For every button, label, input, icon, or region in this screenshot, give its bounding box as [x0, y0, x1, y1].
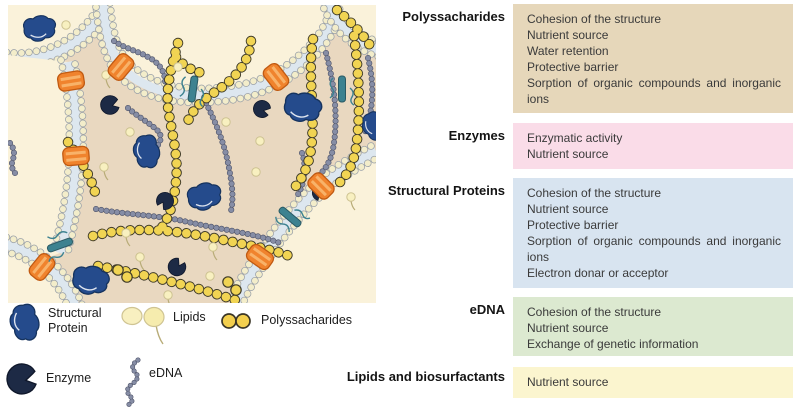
legend-label-structural-protein: Structural Protein [48, 306, 102, 335]
edna-strands [8, 38, 376, 246]
legend-label-enzyme: Enzyme [46, 371, 92, 385]
function-item: Electron donar or acceptor [527, 266, 669, 280]
function-item: Nutrient source [527, 321, 609, 335]
polysaccharide-chains [62, 5, 376, 303]
category-label-lipids: Lipids and biosurfactants [346, 369, 505, 384]
function-item: Cohesion of the structure [527, 12, 662, 26]
function-box-edna: Cohesion of the structure Nutrient sourc… [513, 297, 793, 356]
category-label-polysaccharides: Polyssacharides [402, 9, 505, 24]
legend-polysaccharides: Polyssacharides [220, 310, 352, 332]
legend-structural-protein: Structural Protein [4, 302, 116, 344]
category-label-edna: eDNA [469, 302, 505, 317]
legend-lipids: Lipids [120, 304, 206, 354]
biofilm-matrix-illustration [8, 5, 376, 303]
function-item: Nutrient source [527, 375, 609, 389]
function-box-lipids: Nutrient source [513, 367, 793, 398]
legend-edna: eDNA [122, 356, 182, 408]
enzyme-icon [4, 362, 40, 396]
edna-icon [124, 357, 141, 408]
category-label-structural-proteins: Structural Proteins [387, 183, 505, 198]
function-item: Nutrient source [527, 28, 609, 42]
function-item: Nutrient source [527, 202, 609, 216]
legend-label-edna: eDNA [149, 366, 183, 380]
function-box-structural-proteins: Cohesion of the structure Nutrient sourc… [513, 178, 793, 288]
function-item: Sorption of organic compounds and inorga… [527, 76, 781, 106]
function-item: Nutrient source [527, 147, 609, 161]
legend-label-polysaccharides: Polyssacharides [261, 313, 353, 327]
function-item: Cohesion of the structure [527, 305, 662, 319]
function-box-polysaccharides: Cohesion of the structure Nutrient sourc… [513, 4, 793, 113]
function-item: Cohesion of the structure [527, 186, 662, 200]
lipids-icon [121, 306, 165, 345]
legend-enzyme: Enzyme [4, 362, 91, 396]
structural-protein-icon [6, 302, 43, 344]
function-box-enzymes: Enzymatic activity Nutrient source [513, 123, 793, 169]
function-item: Enzymatic activity [527, 131, 623, 145]
category-label-enzymes: Enzymes [448, 128, 505, 143]
legend-label-lipids: Lipids [173, 310, 206, 324]
polysaccharides-icon [221, 313, 251, 329]
function-item: Protective barrier [527, 60, 619, 74]
function-item: Sorption of organic compounds and inorga… [527, 234, 781, 264]
function-item: Water retention [527, 44, 609, 58]
function-item: Protective barrier [527, 218, 619, 232]
function-item: Exchange of genetic information [527, 337, 699, 351]
